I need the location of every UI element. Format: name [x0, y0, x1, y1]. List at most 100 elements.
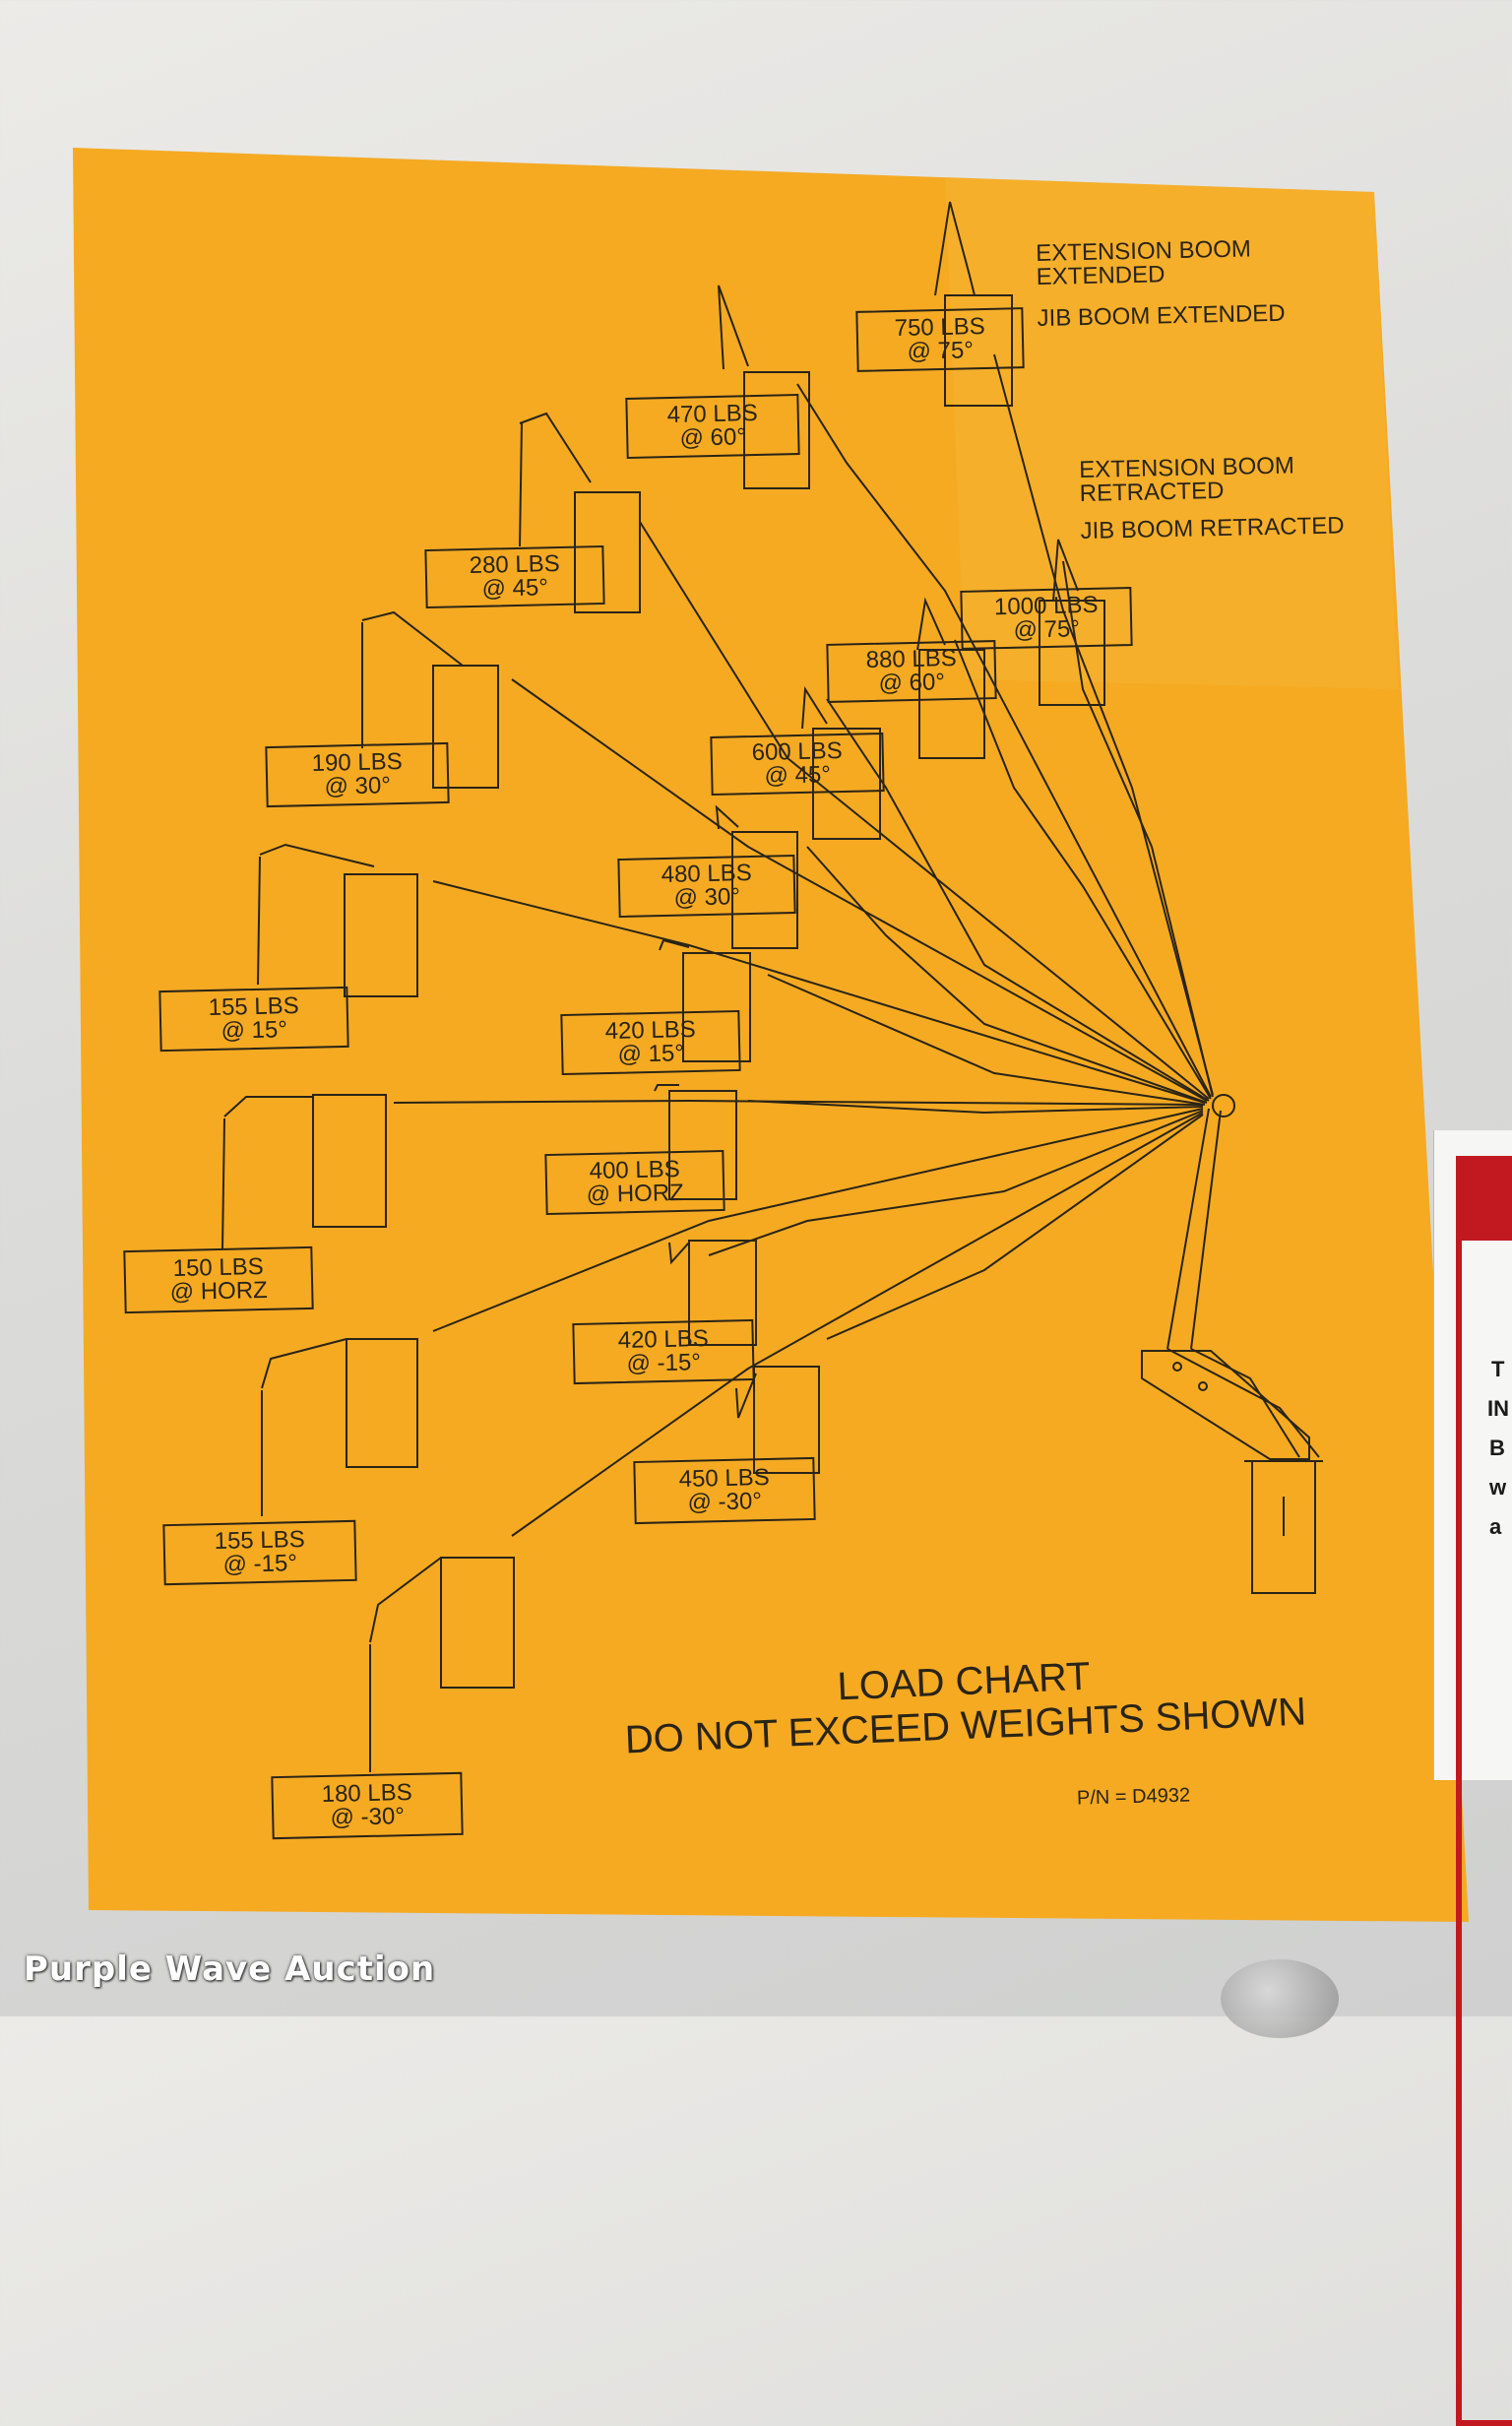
- jib-470: [718, 285, 749, 370]
- bucket-1000: [1039, 600, 1105, 706]
- jib-280: [519, 412, 592, 547]
- boom-line-280-45: [639, 521, 1210, 1100]
- jib-880: [916, 597, 946, 651]
- bucket-600: [812, 728, 881, 840]
- load-box-600: 600 LBS @ 45°: [710, 733, 885, 796]
- load-angle: @ -30°: [330, 1803, 406, 1831]
- boom-line-600-45: [826, 698, 1210, 1102]
- load-angle: @ HORZ: [586, 1179, 685, 1209]
- boom-pivot: [1212, 1094, 1235, 1117]
- load-angle: @ HORZ: [169, 1276, 269, 1307]
- warning-border: [1456, 1156, 1512, 2426]
- load-angle: @ -30°: [687, 1488, 763, 1516]
- load-angle: @ 60°: [679, 423, 747, 452]
- load-angle: @ 75°: [1013, 615, 1081, 644]
- boom-line-190-30: [511, 678, 1208, 1102]
- jib-750: [934, 201, 976, 296]
- bucket-155-neg15: [346, 1338, 418, 1468]
- watermark: Purple Wave Auction: [24, 1949, 436, 1989]
- buckets: [221, 201, 1105, 1772]
- jib-155-15: [257, 843, 375, 986]
- bucket-400: [668, 1090, 737, 1200]
- jib-420-15: [659, 938, 690, 951]
- load-box-190: 190 LBS @ 30°: [265, 741, 450, 808]
- load-box-880: 880 LBS @ 60°: [826, 640, 997, 703]
- legend-retracted-line-3: JIB BOOM RETRACTED: [1080, 512, 1345, 544]
- load-box-420-15: 420 LBS @ 15°: [560, 1009, 741, 1076]
- boom-line-1000-75: [1062, 560, 1214, 1098]
- load-box-420-neg15: 420 LBS @ -15°: [572, 1318, 755, 1385]
- bucket-155-15: [344, 873, 418, 997]
- load-angle: @ 15°: [617, 1040, 685, 1068]
- bucket-150: [312, 1094, 387, 1228]
- load-box-480: 480 LBS @ 30°: [617, 854, 796, 919]
- load-box-400: 400 LBS @ HORZ: [544, 1149, 725, 1216]
- load-box-150: 150 LBS @ HORZ: [123, 1245, 314, 1314]
- load-box-750: 750 LBS @ 75°: [855, 307, 1025, 372]
- boom-lines: [393, 353, 1320, 1537]
- load-box-180: 180 LBS @ -30°: [271, 1771, 464, 1840]
- jib-400: [654, 1084, 679, 1092]
- legend-extended: EXTENSION BOOM EXTENDED JIB BOOM EXTENDE…: [1036, 235, 1286, 332]
- boom-line-150-horz: [393, 1099, 1204, 1106]
- jib-600: [801, 685, 828, 730]
- bucket-420-15: [682, 952, 751, 1062]
- load-angle: @ 45°: [764, 761, 832, 790]
- boom-line-420-15: [767, 974, 1206, 1106]
- load-box-470: 470 LBS @ 60°: [625, 394, 800, 459]
- bucket-450: [753, 1366, 820, 1474]
- bucket-750: [944, 294, 1013, 407]
- jib-480: [715, 804, 739, 830]
- boom-line-420-neg15: [708, 1110, 1204, 1256]
- load-angle: @ 45°: [481, 574, 549, 603]
- base-mount: [1141, 1350, 1323, 1594]
- load-angle: @ 75°: [907, 337, 975, 365]
- bucket-180: [440, 1557, 515, 1689]
- boom-line-470-60: [796, 383, 1212, 1098]
- jib-1000: [1052, 539, 1079, 602]
- scene: [73, 148, 1469, 1922]
- load-box-280: 280 LBS @ 45°: [424, 544, 605, 609]
- boom-line-155-neg15: [432, 1108, 1204, 1332]
- boom-line-155-15: [432, 880, 1206, 1104]
- load-box-155-15: 155 LBS @ 15°: [158, 986, 349, 1053]
- legend-extended-line-2: EXTENDED: [1036, 261, 1166, 290]
- load-angle: @ -15°: [222, 1550, 298, 1578]
- load-angle: @ -15°: [626, 1349, 702, 1377]
- load-angle: @ 60°: [878, 669, 946, 697]
- bucket-190: [432, 665, 499, 789]
- bucket-480: [731, 831, 798, 949]
- load-angle: @ 30°: [324, 772, 392, 800]
- boom-line-480-30: [806, 846, 1208, 1104]
- warning-text-3: B: [1489, 1436, 1505, 1460]
- jib-420-neg15: [668, 1242, 690, 1265]
- boom-line-750-75: [993, 353, 1214, 1096]
- bucket-470: [743, 371, 810, 489]
- bolt-head: [1221, 1959, 1339, 2038]
- legend-extended-line-3: JIB BOOM EXTENDED: [1037, 299, 1286, 332]
- jib-180: [369, 1557, 442, 1772]
- jib-450: [735, 1373, 757, 1419]
- load-box-155-neg15: 155 LBS @ -15°: [162, 1519, 357, 1586]
- load-angle: @ 15°: [220, 1016, 288, 1045]
- part-number: P/N = D4932: [1076, 1784, 1191, 1810]
- boom-line-400-horz: [747, 1100, 1204, 1115]
- warning-text-1: T: [1491, 1357, 1505, 1381]
- bucket-420-neg15: [688, 1240, 757, 1346]
- boom-line-450-neg30: [826, 1114, 1204, 1340]
- load-angle: @ 30°: [673, 883, 741, 912]
- jib-155-neg15: [261, 1338, 347, 1516]
- load-box-450: 450 LBS @ -30°: [633, 1456, 816, 1525]
- legend-retracted-line-2: RETRACTED: [1079, 477, 1225, 507]
- warning-text-2: IN: [1487, 1396, 1509, 1421]
- legend-retracted: EXTENSION BOOM RETRACTED JIB BOOM RETRAC…: [1079, 452, 1345, 544]
- warning-text-4: w: [1489, 1475, 1507, 1500]
- jib-150: [221, 1096, 313, 1249]
- boom-line-180-neg30: [511, 1112, 1204, 1537]
- warning-text-5: a: [1489, 1514, 1502, 1539]
- jib-190: [361, 610, 464, 748]
- bucket-280: [574, 491, 641, 613]
- base-arm: [1166, 1108, 1320, 1458]
- warning-sign-fragment: T IN B w a: [1433, 1130, 1512, 2426]
- warning-header: [1462, 1162, 1512, 1241]
